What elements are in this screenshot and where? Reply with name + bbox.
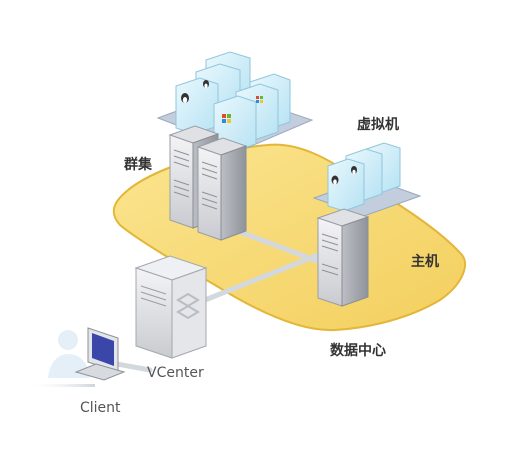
monitor-icon [74,327,126,381]
client-label: Client [80,400,121,416]
vcenter-logo-icon [176,292,200,320]
linux-icon [331,175,339,185]
host-server [316,208,370,307]
cluster-server-2 [196,137,248,241]
cluster-label: 群集 [124,157,152,173]
linux-icon [203,80,209,89]
vm-label: 虚拟机 [357,117,399,133]
windows-icon [256,96,263,103]
fade-decoration [25,384,95,387]
vcenter-server [134,255,208,359]
linux-icon [181,93,189,103]
datacenter-label: 数据中心 [330,343,386,359]
host-label: 主机 [411,254,439,270]
linux-icon [351,166,357,175]
vcenter-label: VCenter [147,365,204,381]
windows-icon [222,114,231,123]
